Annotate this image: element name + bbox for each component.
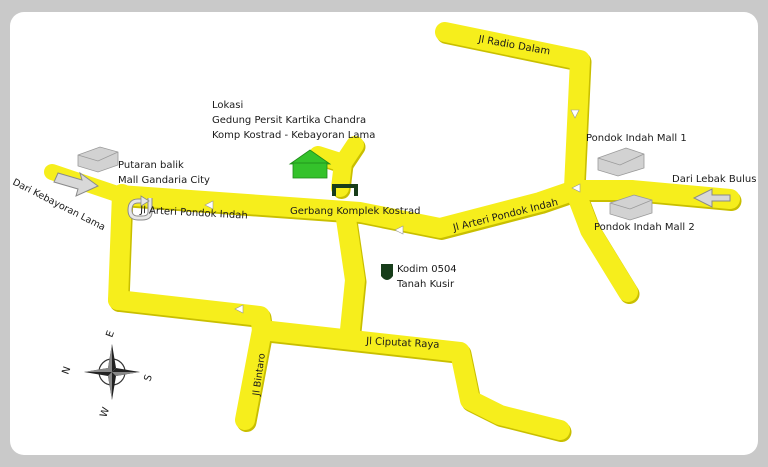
road-kostrad-access-branch xyxy=(334,136,364,172)
road-jl-arteri-pondok-indah xyxy=(110,180,740,238)
entry-arrow-lebak-bulus xyxy=(692,188,731,208)
direction-arrows xyxy=(204,109,581,314)
label-komp-kostrad: Komp Kostrad - Kebayoran Lama xyxy=(212,130,375,141)
map-frame xyxy=(10,12,758,455)
arrow-icon xyxy=(570,109,580,119)
compass-rose-icon: N E S W xyxy=(60,329,155,419)
u-turn-arrow-icon xyxy=(127,195,153,221)
label-gerbang: Gerbang Komplek Kostrad xyxy=(290,206,420,217)
label-tanah-kusir: Tanah Kusir xyxy=(396,279,455,290)
label-kodim: Kodim 0504 xyxy=(397,264,457,275)
building-icon xyxy=(77,146,119,173)
label-lokasi: Lokasi xyxy=(212,100,243,111)
label-pim2: Pondok Indah Mall 2 xyxy=(594,222,695,233)
label-pim1: Pondok Indah Mall 1 xyxy=(586,133,687,144)
entry-arrow-kebayoran xyxy=(53,171,99,197)
arrow-icon xyxy=(234,304,244,314)
road-kodim-connector xyxy=(335,202,365,340)
building-icon xyxy=(609,194,653,221)
label-mall-gandaria: Mall Gandaria City xyxy=(118,175,210,186)
label-jl-ciputat-raya: Jl Ciputat Raya xyxy=(365,336,440,351)
road-jl-ciputat-raya xyxy=(108,290,570,440)
label-putaran-balik: Putaran balik xyxy=(118,160,184,171)
label-lebak-bulus: Dari Lebak Bulus xyxy=(672,174,756,185)
arrow-icon xyxy=(204,200,214,210)
compass-n: N xyxy=(60,365,73,376)
gate-icon xyxy=(332,184,358,196)
compass-s: S xyxy=(142,373,155,383)
shield-icon xyxy=(381,264,393,280)
arrow-icon xyxy=(394,225,404,235)
road-jl-bintaro xyxy=(235,320,272,430)
label-gedung-persit: Gedung Persit Kartika Chandra xyxy=(212,115,366,126)
road-left-connector xyxy=(108,184,132,310)
compass-e: E xyxy=(104,329,117,339)
compass-w: W xyxy=(98,406,112,419)
house-icon xyxy=(288,149,332,179)
building-icon xyxy=(597,147,645,177)
arrow-icon xyxy=(571,183,581,193)
